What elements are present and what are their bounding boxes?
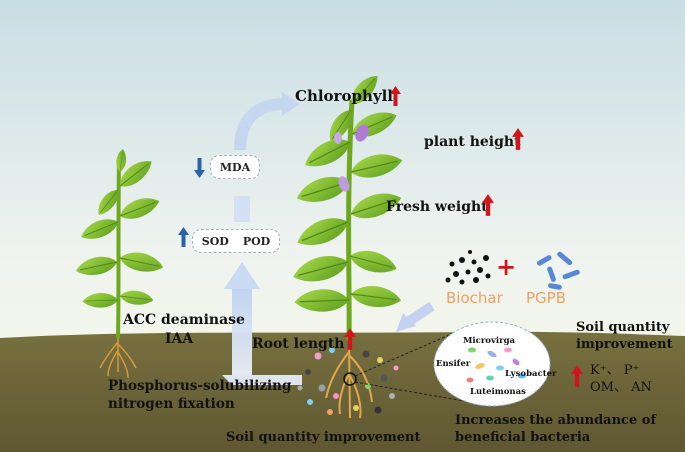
bacteria-abundance-line2: beneficial bacteria: [455, 431, 590, 444]
pgpb-label: PGPB: [526, 291, 566, 306]
sod-pod-box: SOD POD: [192, 229, 280, 253]
bacteria-lysobacter: Lysobacter: [505, 370, 557, 379]
chlorophyll-up-arrow-icon: [390, 86, 401, 106]
mda-down-arrow-icon: [194, 158, 205, 178]
sod-pod-up-arrow-icon: [178, 227, 189, 247]
soil-improvement-bottom-label: Soil quantity improvement: [226, 431, 421, 444]
nutrients-up-arrow-icon: [571, 365, 583, 387]
plant-height-up-arrow-icon: [512, 128, 524, 150]
biochar-particles: [446, 250, 491, 285]
bacteria-luteimonas: Luteimonas: [470, 388, 526, 397]
nitrogen-fixation-label: nitrogen fixation: [108, 398, 235, 412]
bacteria-ensifer: Ensifer: [436, 360, 470, 369]
sod-label: SOD: [202, 235, 229, 248]
amendment-flow-arrow: [408, 306, 432, 322]
bacteria-abundance-line1: Increases the abundance of: [455, 414, 656, 427]
root-length-up-arrow-icon: [344, 328, 356, 350]
mda-box: MDA: [210, 155, 260, 179]
plus-sign: +: [496, 255, 516, 279]
fresh-weight-label: Fresh weight: [386, 200, 488, 214]
mda-label: MDA: [220, 161, 250, 174]
chlorophyll-label: Chlorophyll: [295, 89, 393, 104]
acc-deaminase-label: ACC deaminase: [123, 313, 245, 327]
nutrients-line2: OM、 AN: [590, 381, 652, 394]
iaa-label: IAA: [165, 332, 193, 346]
pgpb-bacteria: [536, 251, 580, 290]
root-length-label: Root length: [252, 337, 345, 351]
biochar-label: Biochar: [446, 291, 503, 306]
soil-improvement-right-line1: Soil quantity: [576, 321, 669, 334]
soil-improvement-right-line2: improvement: [576, 338, 673, 351]
pod-label: POD: [243, 235, 270, 248]
bacteria-microvirga: Microvirga: [463, 337, 515, 346]
plant-height-label: plant height: [424, 135, 521, 149]
phosphorus-solubilizing-label: Phosphorus-solubilizing: [108, 380, 291, 394]
nutrients-line1: K⁺、 P⁺: [590, 364, 639, 377]
fresh-weight-up-arrow-icon: [482, 194, 494, 216]
